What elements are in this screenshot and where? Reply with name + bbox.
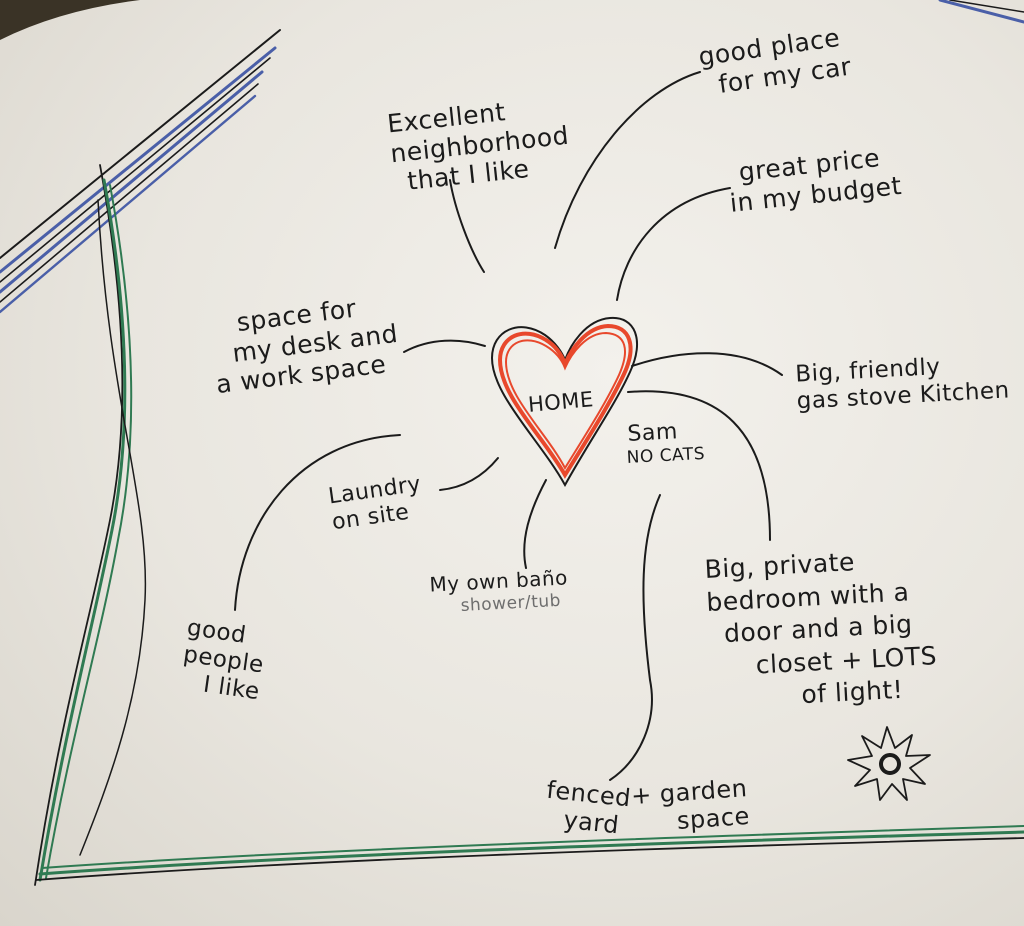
note-yard: fenced yard (542, 776, 632, 841)
note-kitchen: Big, friendly gas stove Kitchen (795, 350, 1011, 415)
connector-bedroom (627, 390, 771, 541)
note-bedroom: Big, private bedroom with a door and a b… (704, 542, 940, 716)
sun-icon (847, 726, 931, 801)
roof-lines (0, 0, 1024, 314)
note-neighborhood: Excellent neighborhood that I like (386, 91, 573, 198)
connector-laundry (439, 457, 499, 491)
connector-car (554, 71, 701, 249)
note-sam-line-2: NO CATS (626, 443, 706, 468)
connector-yard (609, 494, 661, 781)
connector-people (234, 434, 401, 611)
connector-bano (523, 479, 547, 569)
connector-price (616, 187, 731, 301)
note-people: good people I like (178, 615, 270, 707)
note-bano: My own baño shower/tub (429, 565, 570, 617)
connector-kitchen (631, 352, 783, 376)
connector-desk (403, 339, 486, 353)
note-garden: + garden space (630, 774, 751, 839)
background-corner (0, 0, 140, 40)
left-wall (34, 164, 147, 886)
note-sam: Sam NO CATS (623, 418, 706, 468)
connectors (234, 71, 783, 781)
floor-line (35, 825, 1024, 881)
connector-neighborhood (449, 179, 485, 273)
heart-icon (490, 316, 639, 488)
